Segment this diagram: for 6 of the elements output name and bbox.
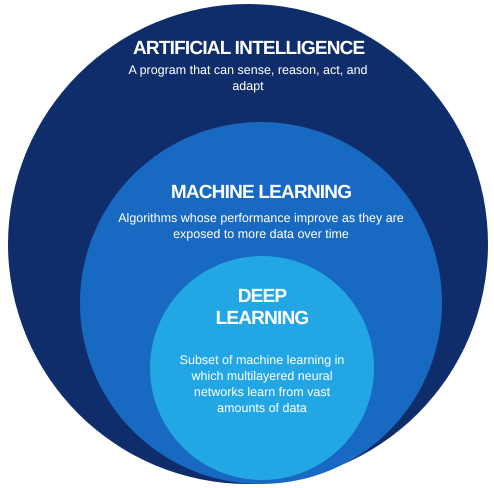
region-title: MACHINE LEARNING xyxy=(170,182,352,204)
region-description: Subset of machine learning in which multilayered neural networks learn from vast amounts of data xyxy=(178,352,346,416)
region-title: DEEP LEARNING xyxy=(214,286,310,330)
region-description: A program that can sense, reason, act, and adapt xyxy=(127,62,369,94)
region-description: Algorithms whose performance improve as they are exposed to more data over time xyxy=(117,210,405,242)
region-title: ARTIFICIAL INTELLIGENCE xyxy=(133,38,363,60)
